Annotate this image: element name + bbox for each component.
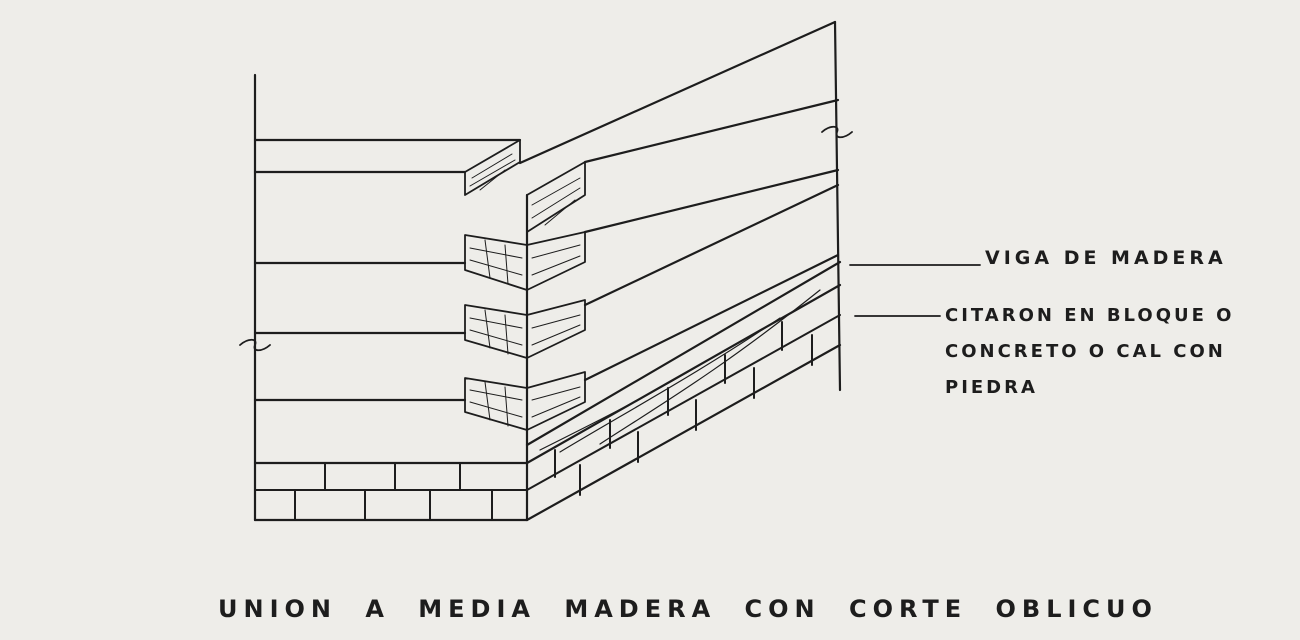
sill-beam [525,260,842,465]
front-wall [253,73,529,522]
label-citaron-line-2: CONCRETO O CAL CON [945,341,1226,362]
side-beam-lines [583,98,840,382]
label-viga-de-madera: VIGA DE MADERA [985,247,1227,269]
break-marks [239,125,853,352]
label-citaron: CITARON EN BLOQUE O CONCRETO O CAL CON P… [945,298,1234,406]
joint-blocks [464,139,586,431]
leader-lines [849,264,981,317]
label-citaron-line-3: PIEDRA [945,377,1038,398]
front-brick-base [254,462,528,521]
diagram-caption: UNION A MEDIA MADERA CON CORTE OBLICUO [218,595,1158,623]
side-brick-base [526,314,841,496]
label-citaron-line-1: CITARON EN BLOQUE O [945,305,1235,326]
front-beam-lines [253,138,529,465]
